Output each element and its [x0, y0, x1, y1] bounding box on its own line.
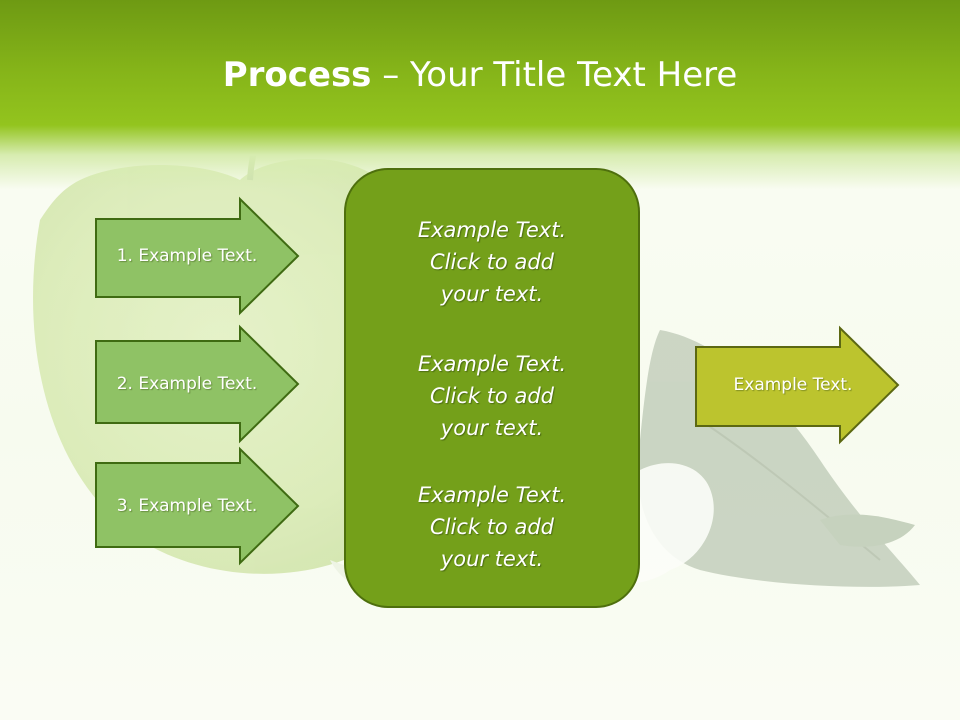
title-banner [0, 0, 960, 190]
arrow-shape-icon [95, 446, 300, 566]
center-paragraph-2: Example Text. Click to add your text. [417, 352, 567, 440]
step-arrow-2[interactable]: 2. Example Text. [95, 324, 300, 444]
step-arrow-label: 2. Example Text. [116, 374, 258, 394]
arrow-shape-icon [695, 325, 900, 445]
title-bold: Process [222, 55, 372, 95]
step-arrow-label: 1. Example Text. [116, 246, 258, 266]
center-paragraph-1: Example Text. Click to add your text. [417, 218, 567, 306]
output-arrow-label: Example Text. [733, 375, 853, 395]
title-rest: – Your Title Text Here [371, 55, 738, 95]
arrow-shape-icon [95, 324, 300, 444]
output-arrow[interactable]: Example Text. [695, 325, 900, 445]
slide-title[interactable]: Process – Your Title Text Here [0, 52, 960, 98]
step-arrow-3[interactable]: 3. Example Text. [95, 446, 300, 566]
center-text-box[interactable]: Example Text. Click to add your text. Ex… [344, 168, 640, 608]
step-arrow-label: 3. Example Text. [116, 496, 258, 516]
arrow-shape-icon [95, 196, 300, 316]
step-arrow-1[interactable]: 1. Example Text. [95, 196, 300, 316]
center-paragraph-3: Example Text. Click to add your text. [417, 483, 567, 571]
